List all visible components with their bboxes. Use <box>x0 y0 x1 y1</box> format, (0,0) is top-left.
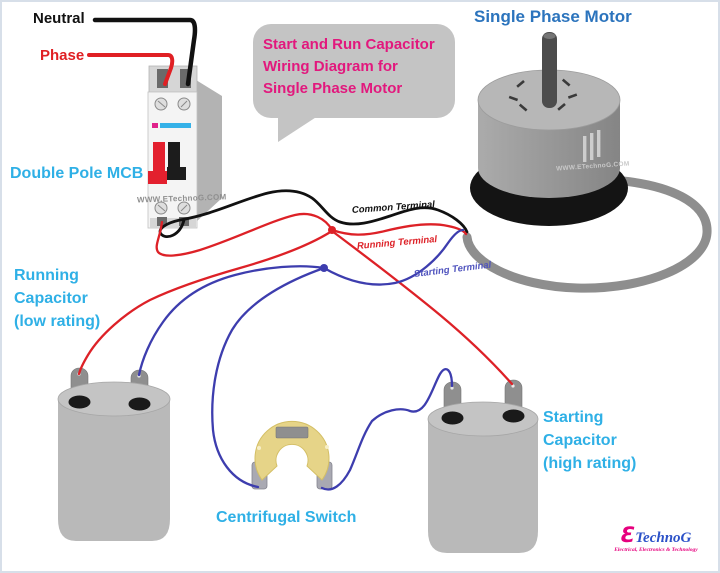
centrifugal-switch-label: Centrifugal Switch <box>216 509 357 526</box>
neutral-label: Neutral <box>33 10 85 27</box>
mcb-screws <box>154 97 191 215</box>
starting-junction-dot <box>320 264 328 272</box>
neutral-feed-wire <box>92 17 198 87</box>
mcb-label: Double Pole MCB <box>10 165 144 182</box>
phase-feed-wire <box>87 53 175 86</box>
speech-bubble-tail-icon <box>278 112 324 142</box>
starting-capacitor-label: Starting Capacitor (high rating) <box>543 409 637 472</box>
logo-tagline: Electrical, Electronics & Technology <box>614 547 698 553</box>
junction-to-switch-wire <box>211 266 326 489</box>
motor-cable <box>462 175 712 293</box>
running-terminal-wire <box>330 223 468 236</box>
running-capacitor <box>57 367 171 541</box>
motor-vent-dashes <box>508 78 578 112</box>
etechnog-logo: ƐTechnoG Electrical, Electronics & Techn… <box>598 523 714 554</box>
motor-vent-slits <box>583 130 601 162</box>
phase-label: Phase <box>40 47 85 64</box>
junction-to-starting-capacitor-wire <box>330 229 514 386</box>
motor-shaft <box>542 32 557 108</box>
logo-wordmark: ƐTechnoG <box>598 523 714 547</box>
running-capacitor-label: Running Capacitor (low rating) <box>14 267 101 330</box>
starting-terminal-wire <box>322 228 465 286</box>
centrifugal-switch <box>251 420 333 490</box>
single-phase-motor <box>470 32 628 226</box>
title-speech-bubble <box>253 24 455 118</box>
mcb-toggle-levers <box>148 142 186 184</box>
starting-capacitor <box>427 379 539 553</box>
running-capacitor-blue-wire <box>137 265 326 377</box>
motor-label: Single Phase Motor <box>474 7 632 26</box>
logo-text: TechnoG <box>635 530 692 546</box>
running-junction-dot <box>328 226 336 234</box>
phase-to-junction-wire <box>155 212 334 257</box>
diagram-title: Start and Run Capacitor Wiring Diagram f… <box>263 36 435 97</box>
logo-e: Ɛ <box>620 523 636 547</box>
junction-to-running-capacitor-wire <box>77 229 334 376</box>
switch-to-starting-capacitor-wire <box>320 368 454 491</box>
